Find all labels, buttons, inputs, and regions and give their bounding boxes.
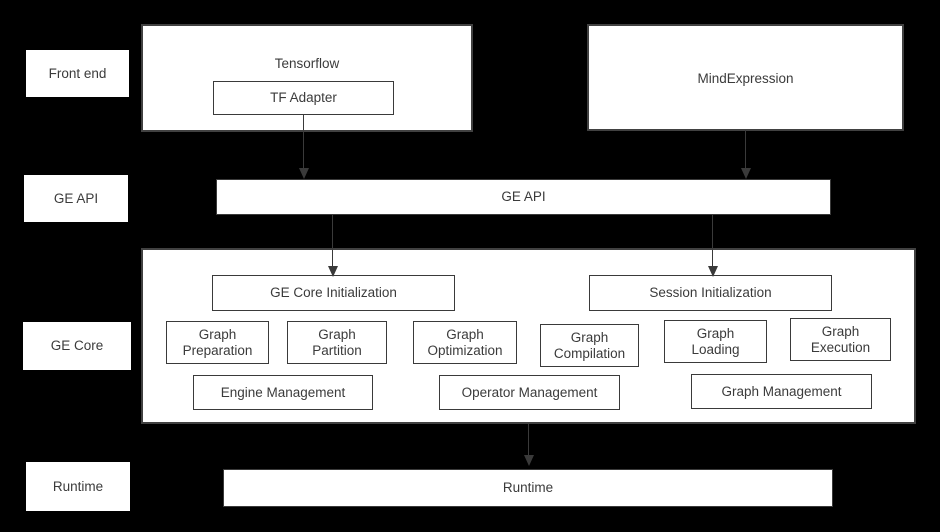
graph-preparation-box[interactable]: Graph Preparation xyxy=(166,321,269,364)
arrow-tf-adapter-to-ge-api xyxy=(298,114,309,179)
graph-execution-box[interactable]: Graph Execution xyxy=(790,318,891,361)
tf-adapter-box[interactable]: TF Adapter xyxy=(213,81,394,115)
mindexpression-label: MindExpression xyxy=(697,71,794,86)
mindexpression-container[interactable] xyxy=(587,24,904,131)
ge-core-initialization-box[interactable]: GE Core Initialization xyxy=(212,275,455,311)
ge-api-bar[interactable]: GE API xyxy=(216,179,831,215)
graph-compilation-box[interactable]: Graph Compilation xyxy=(540,324,639,367)
session-initialization-box[interactable]: Session Initialization xyxy=(589,275,832,311)
operator-management-box[interactable]: Operator Management xyxy=(439,375,620,410)
engine-management-box[interactable]: Engine Management xyxy=(193,375,373,410)
tensorflow-label: Tensorflow xyxy=(274,56,340,71)
layer-label-ge-api: GE API xyxy=(24,175,128,222)
layer-label-runtime: Runtime xyxy=(26,462,130,511)
runtime-bar[interactable]: Runtime xyxy=(223,469,833,507)
arrow-ge-api-to-session-init xyxy=(707,215,718,277)
graph-management-box[interactable]: Graph Management xyxy=(691,374,872,409)
graph-optimization-box[interactable]: Graph Optimization xyxy=(413,321,517,364)
arrow-ge-core-to-runtime xyxy=(523,424,534,466)
arrow-mindexpression-to-ge-api xyxy=(740,130,751,179)
arrow-ge-api-to-ge-core-init xyxy=(327,215,338,277)
layer-label-front-end: Front end xyxy=(26,50,129,97)
layer-label-ge-core: GE Core xyxy=(23,322,131,370)
graph-partition-box[interactable]: Graph Partition xyxy=(287,321,387,364)
graph-loading-box[interactable]: Graph Loading xyxy=(664,320,767,363)
